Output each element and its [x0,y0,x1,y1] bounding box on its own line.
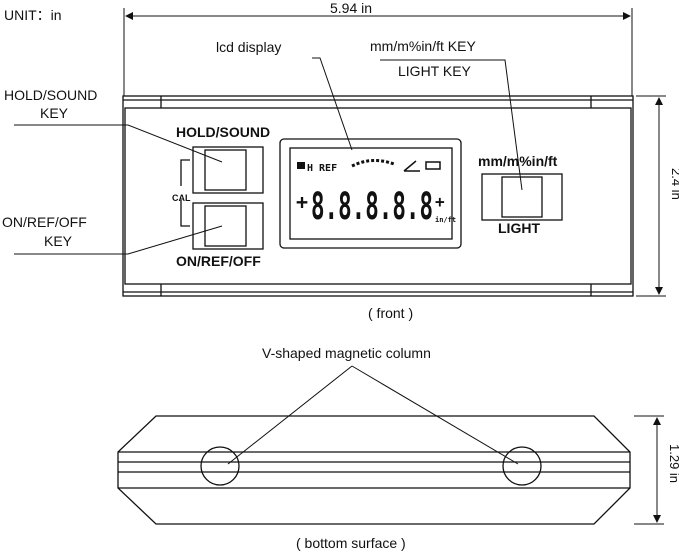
lcd-bubble-arc [351,159,395,168]
front-caption: ( front ) [368,305,413,321]
device-body-outer [122,95,634,297]
on-ref-off-key-callout-line2: KEY [44,233,73,249]
on-ref-off-leader [14,225,223,255]
hold-sound-key [204,149,247,191]
light-key [501,176,543,218]
device-face [124,107,632,285]
light-key-housing [481,173,563,221]
bottom-surface-outline [117,415,631,525]
lcd-screen [289,147,453,240]
front-view [122,95,634,297]
hold-sound-key-callout-line1: HOLD/SOUND [4,87,97,103]
hold-sound-key-callout-line2: KEY [40,105,69,121]
front-height-dimension [636,95,666,297]
front-height-label: 2.4 in [669,168,679,200]
on-ref-off-key [204,205,247,247]
bottom-view [117,415,631,525]
lcd-content: H REF + 8.8.8.8.8 + in/ft [296,159,456,228]
light-panel-label: LIGHT [498,220,540,236]
lcd-digits: 8.8.8.8.8 [311,185,433,228]
unit-key-leader [380,59,523,191]
magnet-callout: V-shaped magnetic column [262,345,431,361]
lcd-sign-top: + [296,190,308,214]
lcd-display-frame [279,138,462,249]
unit-label: UNIT：in [4,7,62,23]
bottom-height-dimension [634,415,664,525]
magnetic-column-left [200,446,240,486]
angle-icon [403,160,420,172]
unit-key-callout: mm/m%in/ft KEY [370,38,476,54]
battery-icon [425,161,441,170]
on-ref-off-key-callout-line1: ON/REF/OFF [2,214,87,230]
speaker-icon [297,162,305,169]
cal-label: CAL [172,193,191,203]
hold-sound-panel-label: HOLD/SOUND [176,124,270,140]
on-ref-off-key-housing [192,202,264,250]
hold-sound-key-housing [192,146,264,194]
lcd-display-leader [312,57,353,151]
on-ref-off-panel-label: ON/REF/OFF [176,253,261,269]
lcd-sign-right: + [435,192,445,211]
width-dimension [123,8,633,96]
lcd-unit-small: in/ft [435,216,456,224]
magnetic-column-right [502,446,542,486]
width-label: 5.94 in [330,0,372,16]
lcd-status-text: H REF [307,163,337,174]
light-key-callout: LIGHT KEY [398,63,472,79]
bottom-caption: ( bottom surface ) [296,535,406,551]
lcd-display-callout: lcd display [216,39,281,55]
magnet-leaders [227,365,519,465]
hold-sound-leader [14,124,223,163]
bottom-height-label: 1.29 in [667,444,679,483]
